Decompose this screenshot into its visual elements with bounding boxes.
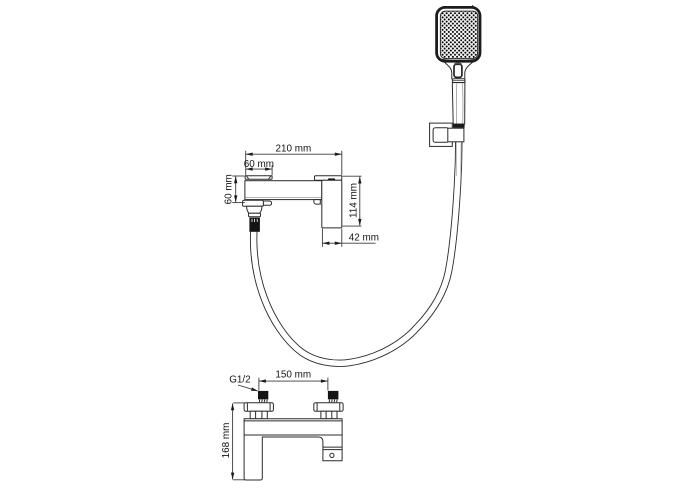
svg-text:60 mm: 60 mm [244, 159, 274, 170]
svg-text:150 mm: 150 mm [275, 370, 311, 381]
svg-text:42 mm: 42 mm [349, 232, 379, 243]
svg-text:114 mm: 114 mm [348, 183, 359, 218]
svg-text:60 mm: 60 mm [224, 174, 235, 204]
svg-text:168 mm: 168 mm [221, 423, 232, 459]
svg-text:210 mm: 210 mm [276, 144, 312, 155]
svg-text:G1/2: G1/2 [229, 374, 250, 385]
